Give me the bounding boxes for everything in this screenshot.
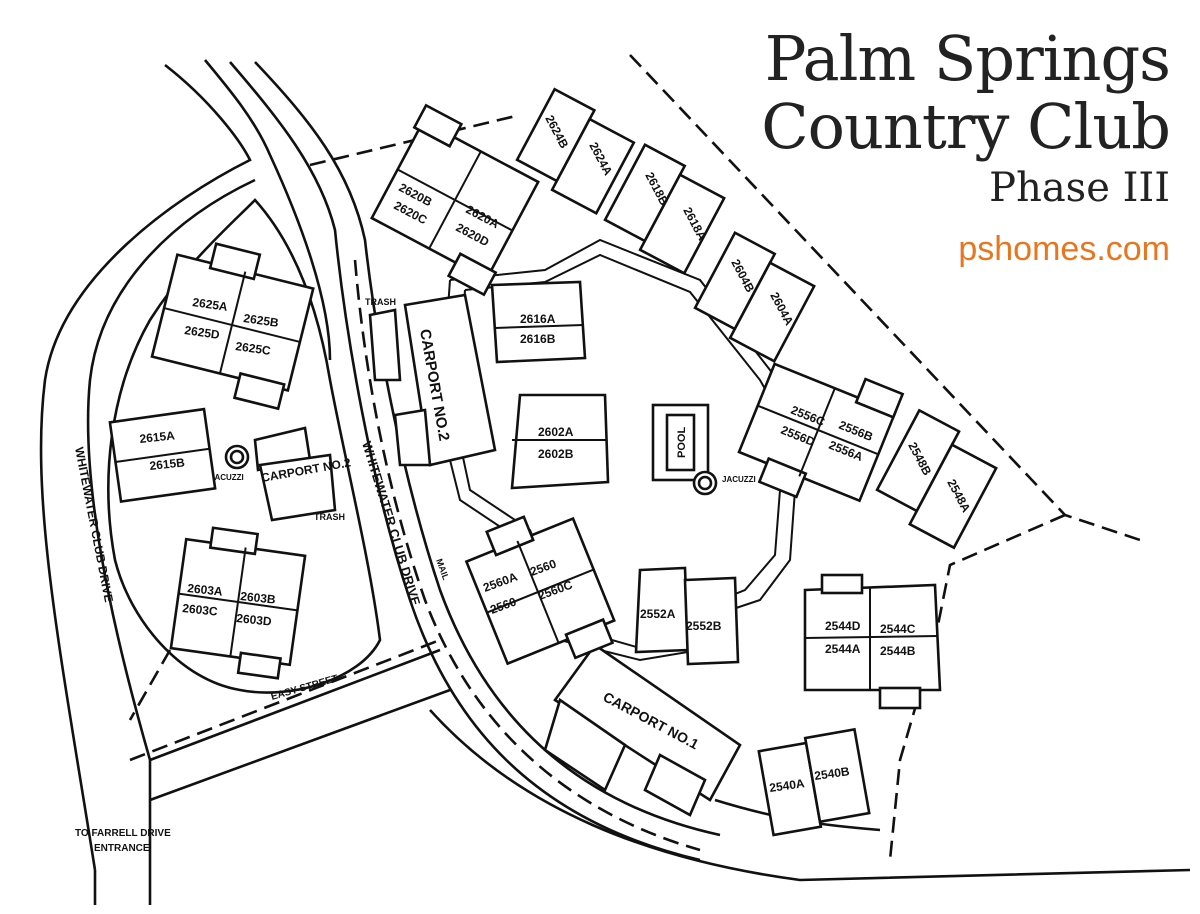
boundary-south	[129, 638, 441, 762]
road-easy-street: EASY STREET	[270, 673, 340, 703]
entrance-label-2: ENTRANCE	[94, 843, 150, 854]
building-2548	[875, 408, 998, 550]
building-2620	[370, 103, 540, 297]
unit-2603B: 2603B	[240, 589, 277, 607]
jacuzzi-pool-label: JACUZZI	[722, 475, 756, 484]
building-2625	[150, 242, 315, 411]
whitewater-west-outer	[39, 63, 252, 871]
building-2602	[510, 393, 610, 490]
title-line-2: Country Club	[761, 90, 1171, 163]
unit-2603A: 2603A	[187, 581, 224, 599]
unit-2544B: 2544B	[880, 644, 916, 658]
building-2604	[693, 231, 816, 364]
boundary-southwest	[128, 649, 172, 721]
building-2540	[757, 727, 871, 837]
unit-2552A: 2552A	[640, 607, 676, 621]
unit-2603C: 2603C	[182, 601, 219, 619]
whitewater-loop-inner	[86, 178, 256, 880]
building-2544	[803, 573, 942, 710]
building-2552	[634, 566, 740, 666]
unit-2616B: 2616B	[520, 332, 556, 346]
unit-2625A: 2625A	[192, 295, 229, 314]
building-2560	[464, 515, 616, 666]
unit-2544A: 2544A	[825, 642, 861, 656]
unit-2552B: 2552B	[686, 619, 722, 633]
center-drive-dashline	[353, 259, 701, 852]
unit-2540B: 2540B	[813, 764, 850, 783]
unit-2544C: 2544C	[880, 622, 916, 636]
carport-2-small: CARPORT NO.2	[253, 426, 352, 522]
title-line-1: Palm Springs	[764, 22, 1171, 95]
pool-label: POOL	[676, 427, 688, 458]
easy-street-road-south	[149, 688, 451, 802]
unit-2544D: 2544D	[825, 619, 861, 633]
entrance-label-1: TO FARRELL DRIVE	[75, 828, 171, 839]
pool-area: POOL JACUZZI	[651, 403, 756, 496]
unit-2615A: 2615A	[139, 428, 176, 446]
carport-2-main: CARPORT NO.2	[368, 293, 497, 467]
building-2618	[603, 143, 726, 276]
title-phase: Phase III	[989, 165, 1170, 211]
building-2616	[490, 280, 587, 364]
building-2603	[169, 526, 307, 680]
carport-1: CARPORT NO.1	[543, 643, 742, 817]
whitewater-west-inner	[204, 59, 332, 361]
whitewater-center-west	[229, 61, 701, 862]
easy-street-road-north	[149, 648, 441, 762]
south-road	[429, 709, 1191, 882]
building-2615	[108, 407, 217, 504]
unit-2602A: 2602A	[538, 425, 574, 439]
unit-2615B: 2615B	[149, 455, 186, 473]
unit-2625D: 2625D	[184, 323, 221, 342]
walk-ring	[438, 238, 802, 662]
building-2556	[737, 362, 905, 503]
building-2624	[515, 87, 636, 216]
unit-2625C: 2625C	[235, 339, 272, 358]
whitewater-loop-inner2	[107, 198, 382, 694]
trash-north-label: TRASH	[365, 297, 396, 307]
unit-2625B: 2625B	[243, 311, 280, 330]
website-link[interactable]: pshomes.com	[958, 230, 1170, 268]
unit-2616A: 2616A	[520, 312, 556, 326]
unit-2540A: 2540A	[768, 776, 805, 795]
jacuzzi-west-label: JACUZZI	[210, 473, 244, 482]
trash-west-label: TRASH	[314, 512, 345, 522]
jacuzzi-west: JACUZZI	[210, 444, 250, 482]
unit-2602B: 2602B	[538, 447, 574, 461]
unit-2603D: 2603D	[236, 611, 273, 629]
